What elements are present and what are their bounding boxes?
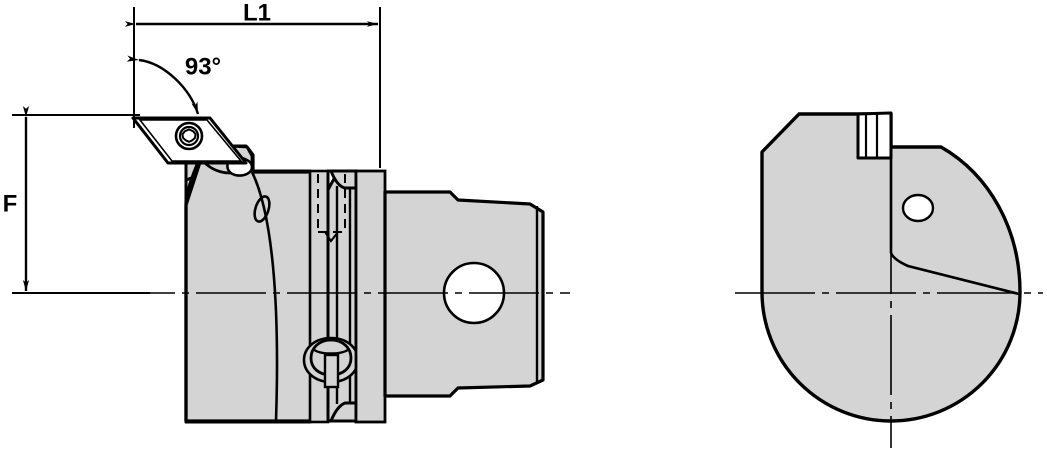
end-view-hole (901, 193, 935, 223)
f-label: F (3, 190, 18, 217)
holder-head-outline (184, 145, 313, 423)
lead-angle-label: 93° (185, 53, 221, 80)
end-view-insert (856, 111, 893, 160)
lock-ball-seat-line (312, 347, 350, 355)
l1-label: L1 (243, 0, 271, 26)
dimension-l1: L1 (125, 0, 381, 168)
torx-drive-icon (181, 128, 197, 143)
groove-top-notch (328, 169, 358, 190)
insert-land-line (138, 119, 243, 162)
angle-arc (126, 55, 200, 115)
head-relief-curve (250, 171, 279, 422)
dimension-f: F (3, 106, 150, 294)
torx-clamp-screw (174, 121, 204, 151)
groove-bottom-notch (328, 401, 358, 423)
dimension-lead-angle: 93° (126, 53, 221, 115)
end-view (735, 111, 1043, 448)
hidden-bore-tip (324, 231, 339, 243)
lock-ball-detail (302, 336, 360, 389)
lock-stem (323, 353, 340, 389)
insert-cutting-tip (132, 117, 169, 164)
quick-change-shank (302, 169, 545, 424)
shank-flange-right (354, 169, 387, 424)
coolant-outlet (253, 195, 271, 223)
side-view: L1 F 93° (3, 0, 570, 424)
head-clearance-face (184, 152, 205, 421)
